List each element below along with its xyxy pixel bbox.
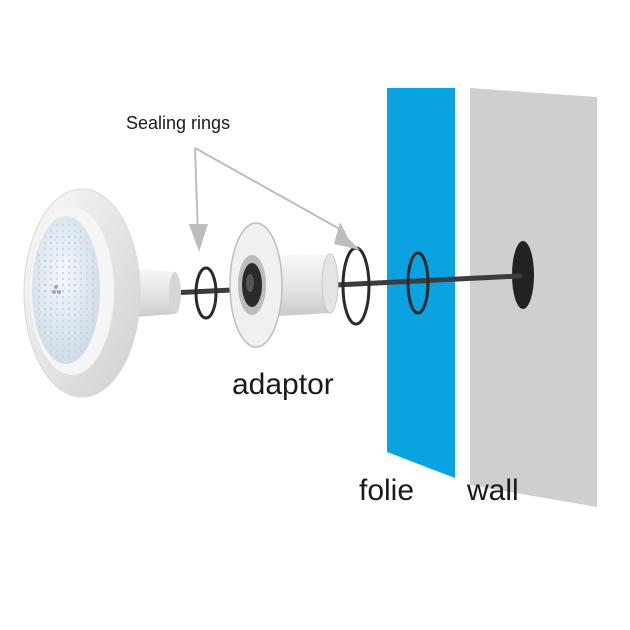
wall-label: wall: [467, 474, 519, 507]
wall-hole-icon: [512, 241, 534, 309]
adaptor-label: adaptor: [232, 368, 334, 401]
folie-label: folie: [359, 474, 415, 507]
adaptor-icon: [229, 222, 339, 348]
sealing-ring-icon: [406, 251, 430, 315]
sealing-rings-pointer: [189, 147, 360, 252]
sealing-rings-label: Sealing rings: [126, 113, 231, 133]
wall-panel: [470, 88, 597, 507]
sealing-ring-icon: [194, 266, 218, 320]
pool-lamp-icon: [23, 188, 181, 398]
connection-rod: [167, 273, 523, 296]
